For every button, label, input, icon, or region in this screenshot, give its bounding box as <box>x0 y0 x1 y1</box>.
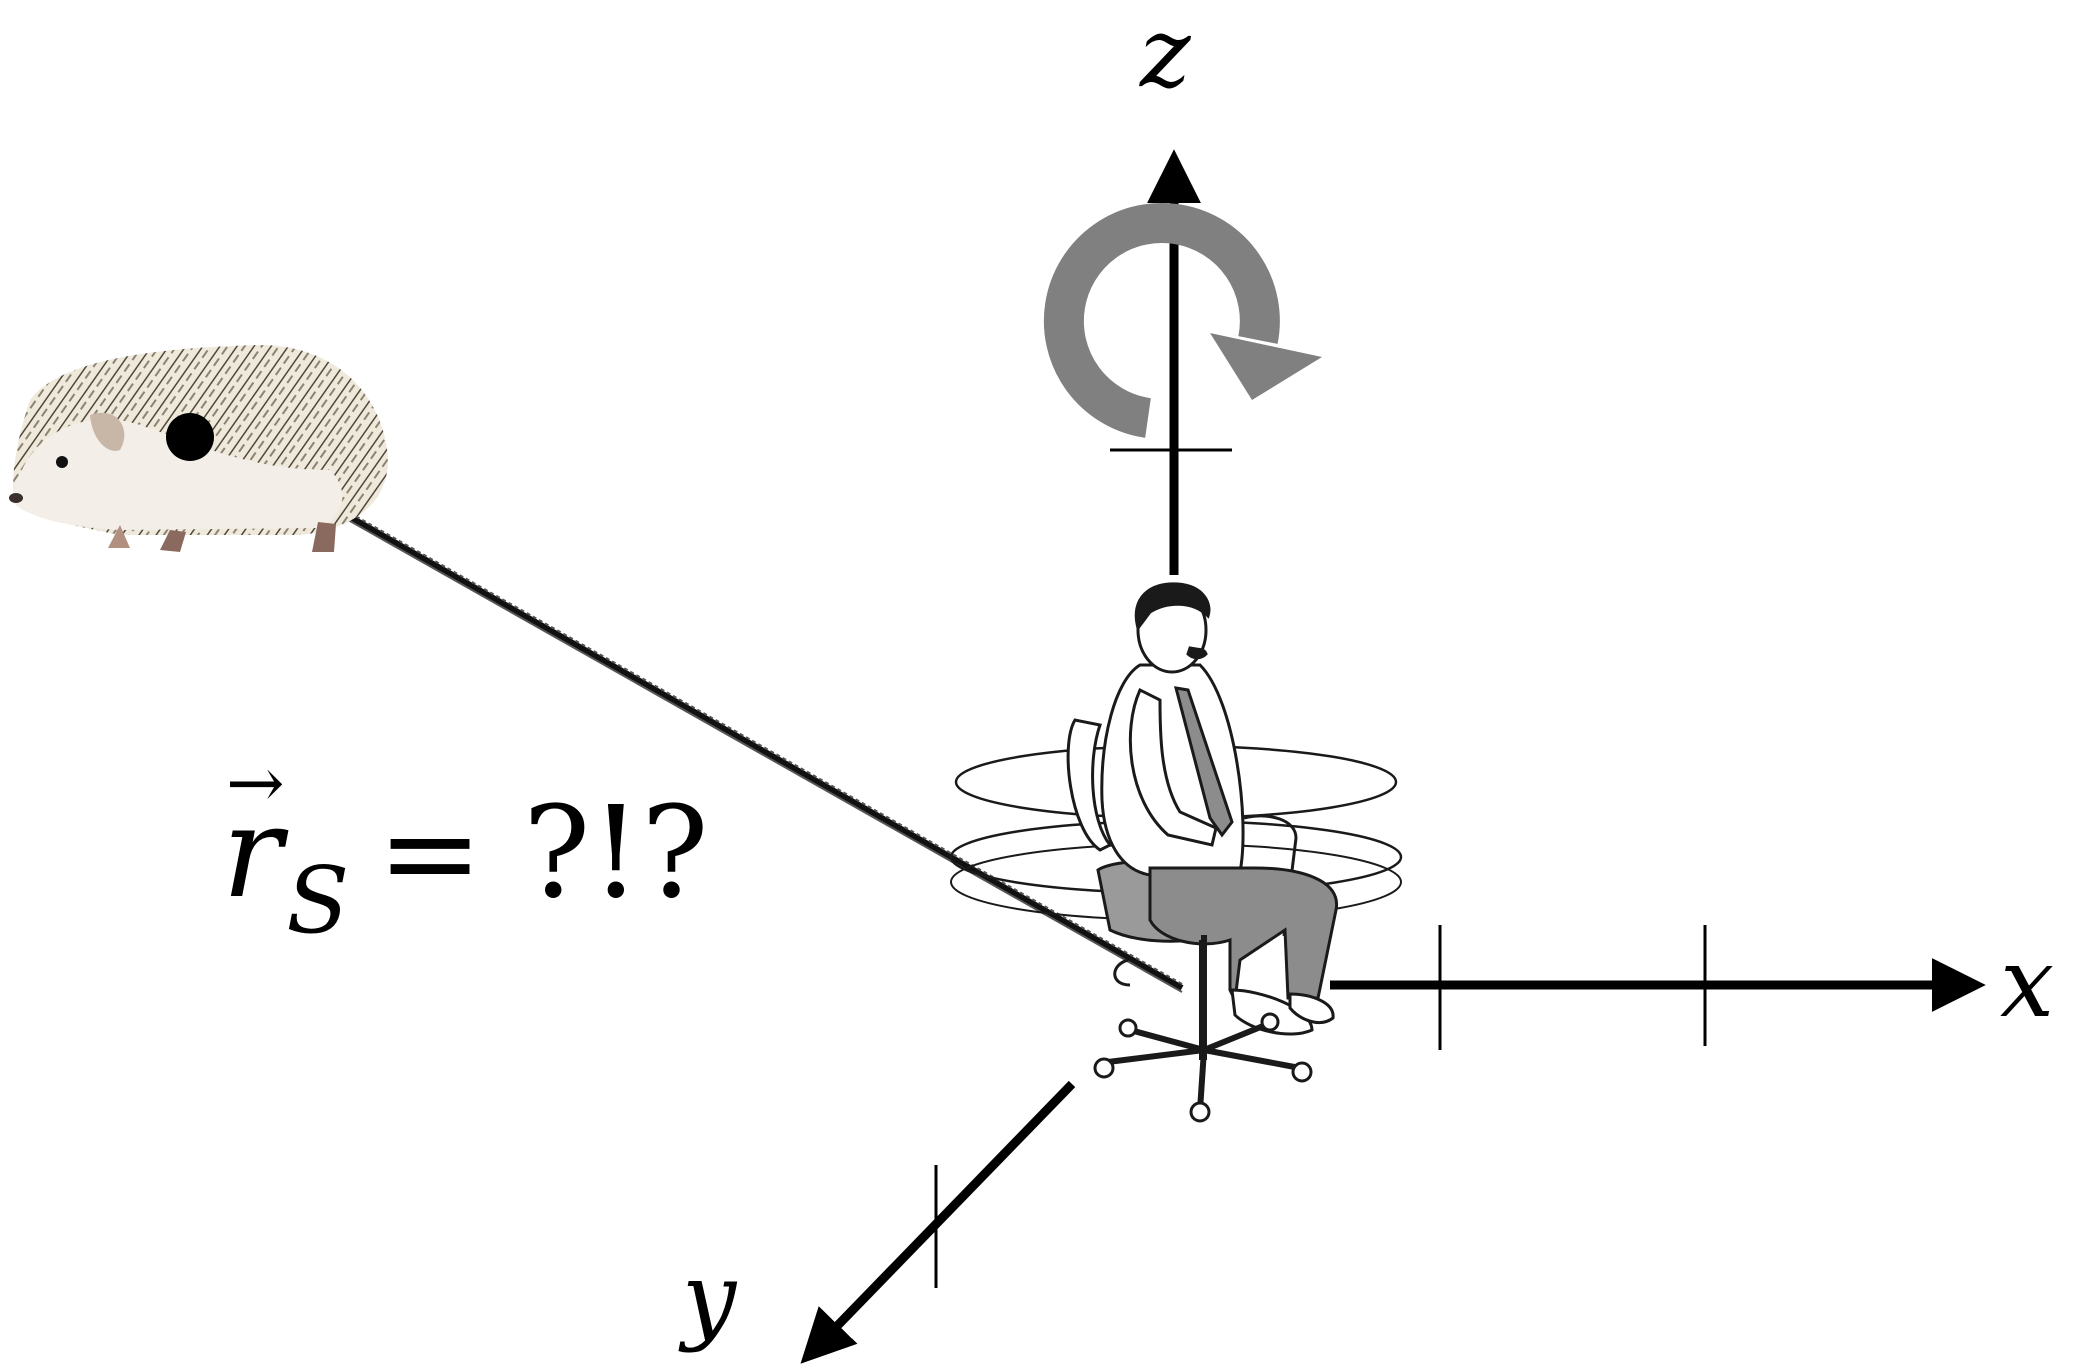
x-axis-label: x <box>2000 927 2055 1039</box>
y-axis-label: y <box>682 1242 737 1354</box>
equation-rhs: = ?!? <box>377 779 709 926</box>
vector-subscript: S <box>286 847 350 954</box>
vector-arrow-icon: → <box>226 742 285 824</box>
position-vector-equation: → r S= ?!? <box>222 748 709 947</box>
person-on-swivel-chair-icon <box>949 582 1403 1123</box>
vector-symbol: → r <box>222 748 285 916</box>
z-axis-label: z <box>1140 0 1191 109</box>
vector-tip-point <box>166 413 214 461</box>
rotation-arrow-icon <box>1043 203 1322 438</box>
vector-letter: r <box>222 779 283 926</box>
y-axis <box>800 1080 1076 1364</box>
